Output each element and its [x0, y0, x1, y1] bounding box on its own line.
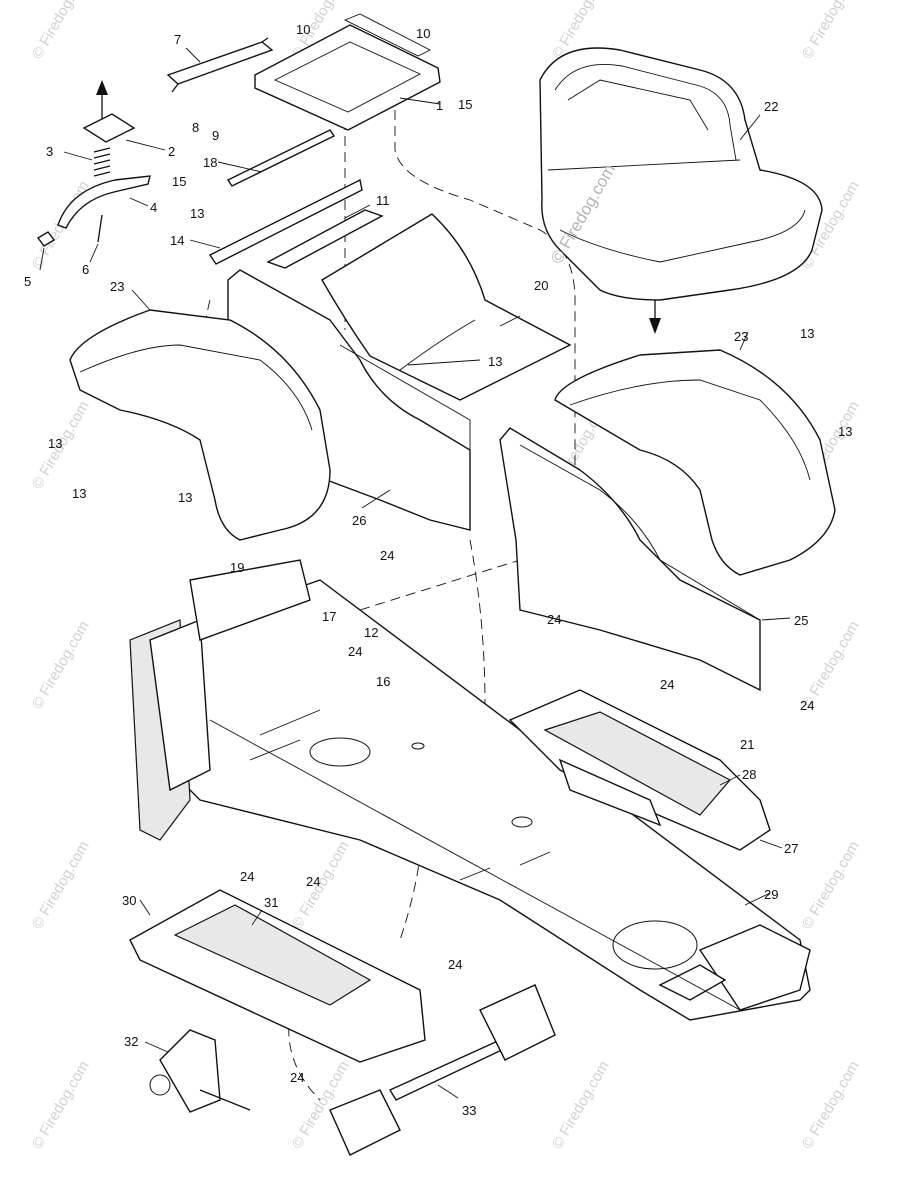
upper-bracket-part-7	[166, 37, 274, 93]
callout-13-g: 13	[838, 424, 852, 439]
callout-25: 25	[794, 613, 808, 628]
callout-10-left: 10	[296, 22, 310, 37]
callout-17: 17	[322, 609, 336, 624]
watermark: © Firedog.com	[799, 1058, 863, 1152]
callout-24-b: 24	[547, 612, 561, 627]
callout-labels: 1 2 3 4 5 6 7 8 9 10 10 11 12 13 13 13 1…	[24, 22, 852, 1118]
watermark: © Firedog.com	[29, 1058, 93, 1152]
callout-24-e: 24	[800, 698, 814, 713]
watermark: © Firedog.com	[799, 838, 863, 932]
plate-part-28	[543, 711, 741, 827]
callout-3: 3	[46, 144, 53, 159]
watermark: © Firedog.com	[29, 618, 93, 712]
callout-16: 16	[376, 674, 390, 689]
seat-pan-part-1	[254, 13, 441, 131]
watermark: © Firedog.com	[289, 838, 353, 932]
right-fender-part-23	[554, 331, 836, 576]
spring-part-3	[63, 147, 111, 177]
callout-14: 14	[170, 233, 184, 248]
callout-8: 8	[192, 120, 199, 135]
right-panel-part-25	[499, 427, 791, 692]
callout-7: 7	[174, 32, 181, 47]
callout-13-b: 13	[48, 436, 62, 451]
callout-10-right: 10	[416, 26, 430, 41]
left-fender-part-23	[69, 289, 331, 541]
callout-6: 6	[82, 262, 89, 277]
spring-plate-part-2	[82, 113, 166, 151]
callout-4: 4	[150, 200, 157, 215]
callout-24-i: 24	[290, 1070, 304, 1085]
bracket-part-11	[266, 204, 384, 269]
callout-28: 28	[742, 767, 756, 782]
main-frame-part-29	[129, 559, 811, 1021]
callout-13-f: 13	[800, 326, 814, 341]
watermark: © Firedog.com	[549, 1058, 613, 1152]
callout-24-g: 24	[306, 874, 320, 889]
callout-24-a: 24	[380, 548, 394, 563]
callout-21: 21	[740, 737, 754, 752]
callout-13-e: 13	[488, 354, 502, 369]
callout-13-d: 13	[178, 490, 192, 505]
callout-26: 26	[352, 513, 366, 528]
callout-23-right: 23	[734, 329, 748, 344]
callout-12: 12	[364, 625, 378, 640]
callout-27: 27	[784, 841, 798, 856]
callout-24-h: 24	[448, 957, 462, 972]
fender-pan-part-20	[321, 213, 572, 401]
callout-5: 5	[24, 274, 31, 289]
callout-13-a: 13	[190, 206, 204, 221]
callout-13-c: 13	[72, 486, 86, 501]
callout-19: 19	[230, 560, 244, 575]
callout-24-f: 24	[240, 869, 254, 884]
callout-33: 33	[462, 1103, 476, 1118]
callout-29: 29	[764, 887, 778, 902]
callout-23-left: 23	[110, 279, 124, 294]
down-arrow-icon	[649, 300, 661, 334]
watermark: © Firedog.com	[799, 0, 863, 62]
clip-part-5	[36, 231, 56, 271]
bar-part-33	[329, 984, 556, 1156]
callout-22: 22	[764, 99, 778, 114]
watermark: © Firedog.com	[29, 0, 93, 62]
linkage-part-32	[144, 1029, 251, 1113]
callout-20: 20	[534, 278, 548, 293]
watermark: © Firedog.com	[29, 838, 93, 932]
pivot-bracket-part-4	[57, 175, 151, 229]
callout-24-d: 24	[660, 677, 674, 692]
callout-32: 32	[124, 1034, 138, 1049]
callout-9: 9	[212, 128, 219, 143]
callout-15-a: 15	[458, 97, 472, 112]
callout-15-b: 15	[172, 174, 186, 189]
rod-part-18	[217, 129, 336, 187]
callout-31: 31	[264, 895, 278, 910]
callout-11: 11	[376, 193, 390, 208]
pad-part-31	[173, 904, 372, 1006]
callout-30: 30	[122, 893, 136, 908]
callout-18: 18	[203, 155, 217, 170]
seat-part-22: © Firedog.com	[539, 47, 823, 301]
callout-24-c: 24	[348, 644, 362, 659]
bracket-part-14	[189, 178, 363, 265]
bolt-part-6	[89, 214, 103, 263]
callout-2: 2	[168, 144, 175, 159]
callout-1: 1	[436, 98, 443, 113]
